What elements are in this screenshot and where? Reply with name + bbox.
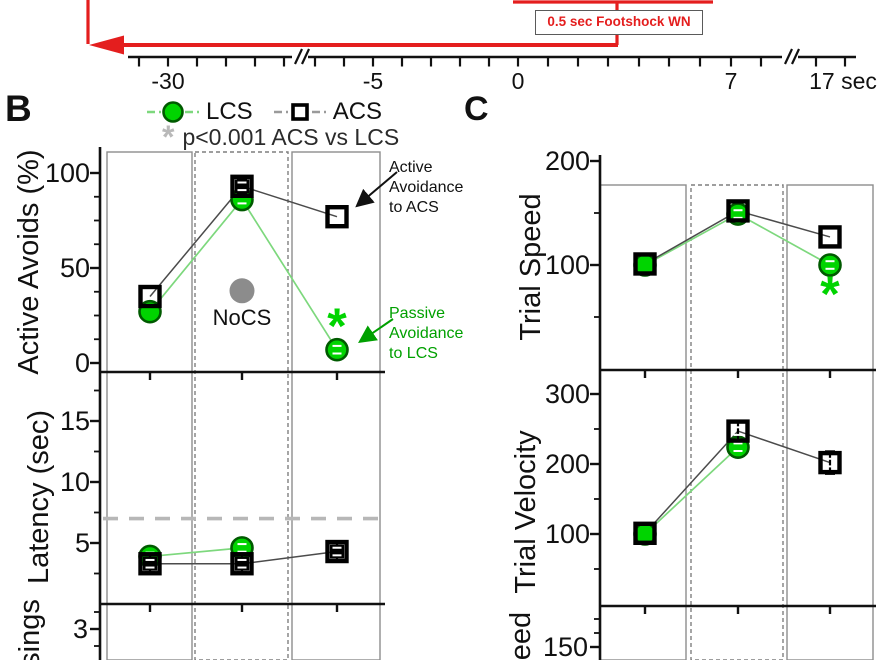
acs-marker bbox=[230, 552, 254, 576]
legend-series-row: LCS ACS bbox=[146, 98, 399, 126]
timeline-tick-17sec: 17 sec bbox=[809, 68, 877, 94]
phase-box bbox=[786, 184, 874, 660]
ytick-label: 200 bbox=[545, 449, 590, 479]
acs-marker bbox=[633, 521, 657, 545]
ytick-label: 15 bbox=[60, 406, 90, 436]
axis-break-slash bbox=[784, 48, 793, 65]
gray-asterisk-icon: * bbox=[162, 118, 175, 155]
footshock-label-box: 0.5 sec Footshock WN bbox=[535, 10, 703, 35]
ytick-label: 5 bbox=[75, 528, 90, 558]
legend-lcs-label: LCS bbox=[206, 98, 253, 125]
green-asterisk-icon: * bbox=[820, 266, 840, 322]
lcs-marker-icon bbox=[147, 101, 199, 123]
acs-marker bbox=[818, 225, 842, 249]
acs-marker bbox=[818, 450, 842, 475]
acs-marker-fill bbox=[235, 556, 249, 571]
ytick-label: 10 bbox=[60, 467, 90, 497]
phase-box bbox=[106, 151, 193, 660]
green-asterisk-icon: * bbox=[327, 298, 347, 354]
ytick-label: 100 bbox=[45, 158, 90, 188]
annotation-line: Avoidance bbox=[389, 179, 464, 196]
ytick-label: 100 bbox=[545, 519, 590, 549]
timeline-tick-zero: 0 bbox=[511, 68, 525, 94]
annotation-line: to LCS bbox=[389, 345, 438, 362]
timeline-tick-minus5: -5 bbox=[362, 68, 384, 94]
annotation-line: to ACS bbox=[389, 199, 439, 216]
panel-c-letter: C bbox=[464, 90, 489, 128]
passive-annotation-arrow bbox=[358, 318, 394, 344]
acs-marker bbox=[726, 419, 750, 443]
ytick-label: 100 bbox=[545, 250, 590, 280]
acs-marker bbox=[325, 539, 349, 564]
phase-box bbox=[194, 151, 289, 660]
ytick-label: 3 bbox=[73, 614, 88, 644]
ytick-label: 300 bbox=[545, 379, 590, 409]
phase-box bbox=[690, 184, 784, 660]
passive-avoidance-annotation: Passive Avoidance to LCS bbox=[389, 304, 481, 364]
lcs-marker bbox=[325, 337, 349, 362]
acs-marker bbox=[138, 552, 162, 576]
lcs-marker bbox=[818, 253, 842, 277]
active-avoidance-annotation: Active Avoidance to ACS bbox=[389, 158, 481, 218]
acs-marker-fill bbox=[235, 179, 249, 194]
acs-marker-fill bbox=[330, 544, 344, 559]
timeline-tick-seven: 7 bbox=[724, 68, 738, 94]
axis-break-slash bbox=[791, 48, 800, 65]
legend-significance-note: p<0.001 ACS vs LCS bbox=[182, 124, 400, 150]
acs-marker-icon bbox=[273, 103, 326, 121]
acs-marker bbox=[230, 174, 254, 199]
axis-break-slash bbox=[294, 48, 303, 65]
acs-marker bbox=[726, 199, 750, 223]
annotation-line: Avoidance bbox=[389, 325, 464, 342]
panel-b-letter: B bbox=[5, 88, 32, 129]
acs-marker bbox=[325, 204, 349, 229]
ylabel-crossings-partial: sings bbox=[13, 599, 46, 660]
acs-marker bbox=[633, 252, 657, 276]
lcs-line bbox=[644, 446, 739, 535]
annotation-line: Active bbox=[389, 159, 433, 176]
nocs-label: NoCS bbox=[212, 305, 272, 330]
ytick-label: 50 bbox=[60, 253, 90, 283]
acs-marker bbox=[138, 284, 162, 309]
timeline-tick-minus30: -30 bbox=[151, 68, 185, 94]
active-annotation-arrow bbox=[355, 171, 398, 208]
ytick-label: 0 bbox=[75, 348, 90, 378]
annotation-line: Passive bbox=[389, 305, 446, 322]
nocs-marker bbox=[229, 278, 255, 304]
footshock-label: 0.5 sec Footshock WN bbox=[547, 14, 691, 29]
ytick-label: 150 bbox=[543, 632, 588, 660]
acs-marker-fill bbox=[143, 556, 157, 571]
ytick-label: 200 bbox=[545, 146, 590, 176]
legend-acs-label: ACS bbox=[332, 98, 383, 125]
legend: LCS ACS * p<0.001 ACS vs LCS bbox=[146, 98, 400, 155]
lcs-line bbox=[149, 547, 243, 558]
phase-box bbox=[291, 151, 381, 660]
axis-break-slash bbox=[301, 48, 310, 65]
red-arrowhead-icon bbox=[89, 35, 124, 55]
legend-significance-row: * p<0.001 ACS vs LCS bbox=[162, 118, 400, 155]
ylabel-iti-speed-partial: eed bbox=[504, 611, 537, 660]
